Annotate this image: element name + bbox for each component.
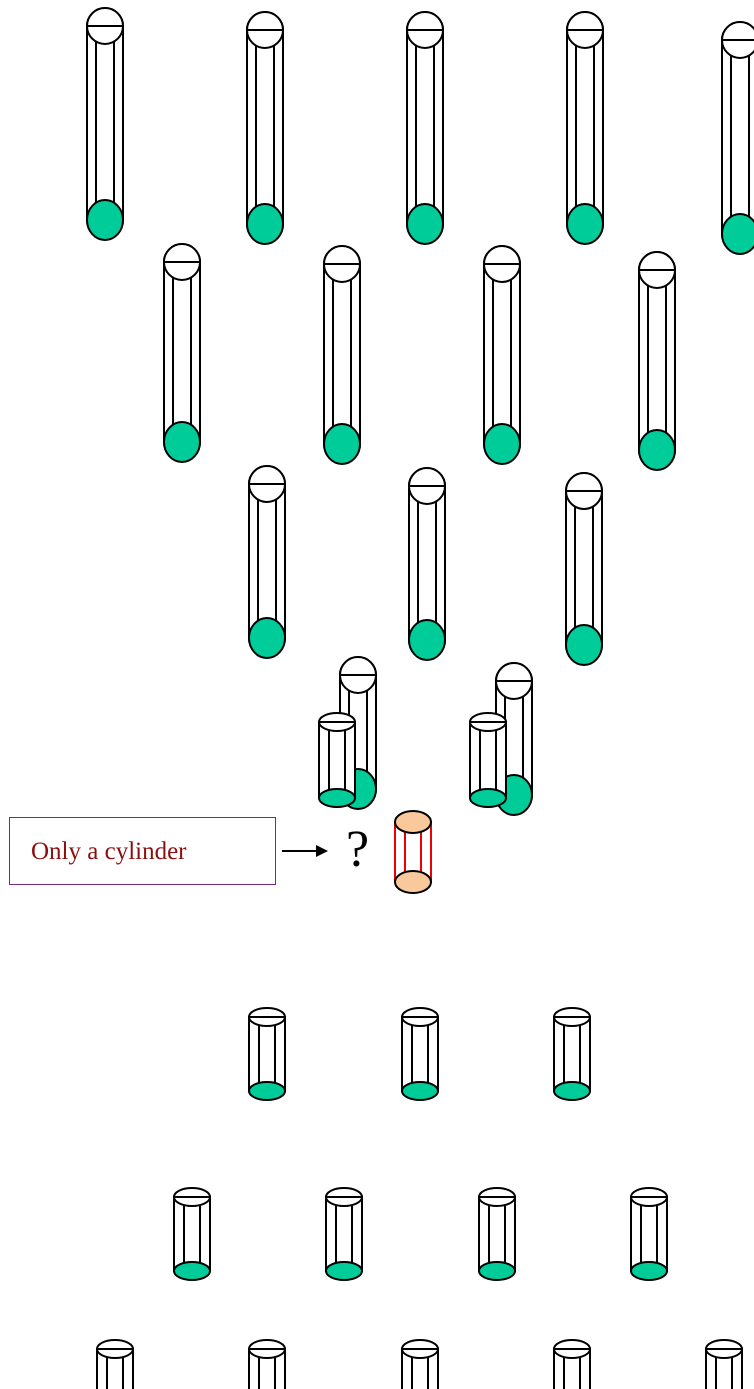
label-box: Only a cylinder: [9, 817, 276, 885]
shapes-layer: [86, 7, 754, 1389]
tube-capsule: [248, 465, 286, 659]
tube-capsule: [495, 662, 533, 816]
tube-capsule: [565, 472, 603, 666]
tube-short: [630, 1187, 668, 1281]
tube-short: [248, 1007, 286, 1101]
tube-short: [325, 1187, 363, 1281]
label-text: Only a cylinder: [31, 838, 187, 865]
tube-capsule: [721, 21, 754, 255]
tube-short: [248, 1339, 286, 1389]
tube-short: [318, 712, 356, 808]
tube-short: [401, 1339, 439, 1389]
tube-short: [553, 1339, 591, 1389]
question-mark: ?: [346, 821, 370, 878]
tube-capsule: [163, 243, 201, 463]
tube-short: [96, 1339, 134, 1389]
tube-short: [401, 1007, 439, 1101]
tube-short: [705, 1339, 743, 1389]
tube-capsule: [638, 251, 676, 471]
tube-capsule: [408, 467, 446, 661]
tube-short: [478, 1187, 516, 1281]
tube-short: [553, 1007, 591, 1101]
tube-capsule: [566, 11, 604, 245]
tube-capsule: [483, 245, 521, 465]
tube-capsule: [86, 7, 124, 241]
highlighted-cylinder: [394, 810, 432, 894]
tube-capsule: [406, 11, 444, 245]
tube-capsule: [323, 245, 361, 465]
tube-short: [469, 712, 507, 808]
tube-short: [173, 1187, 211, 1281]
tube-capsule: [246, 11, 284, 245]
arrow: [282, 845, 328, 857]
